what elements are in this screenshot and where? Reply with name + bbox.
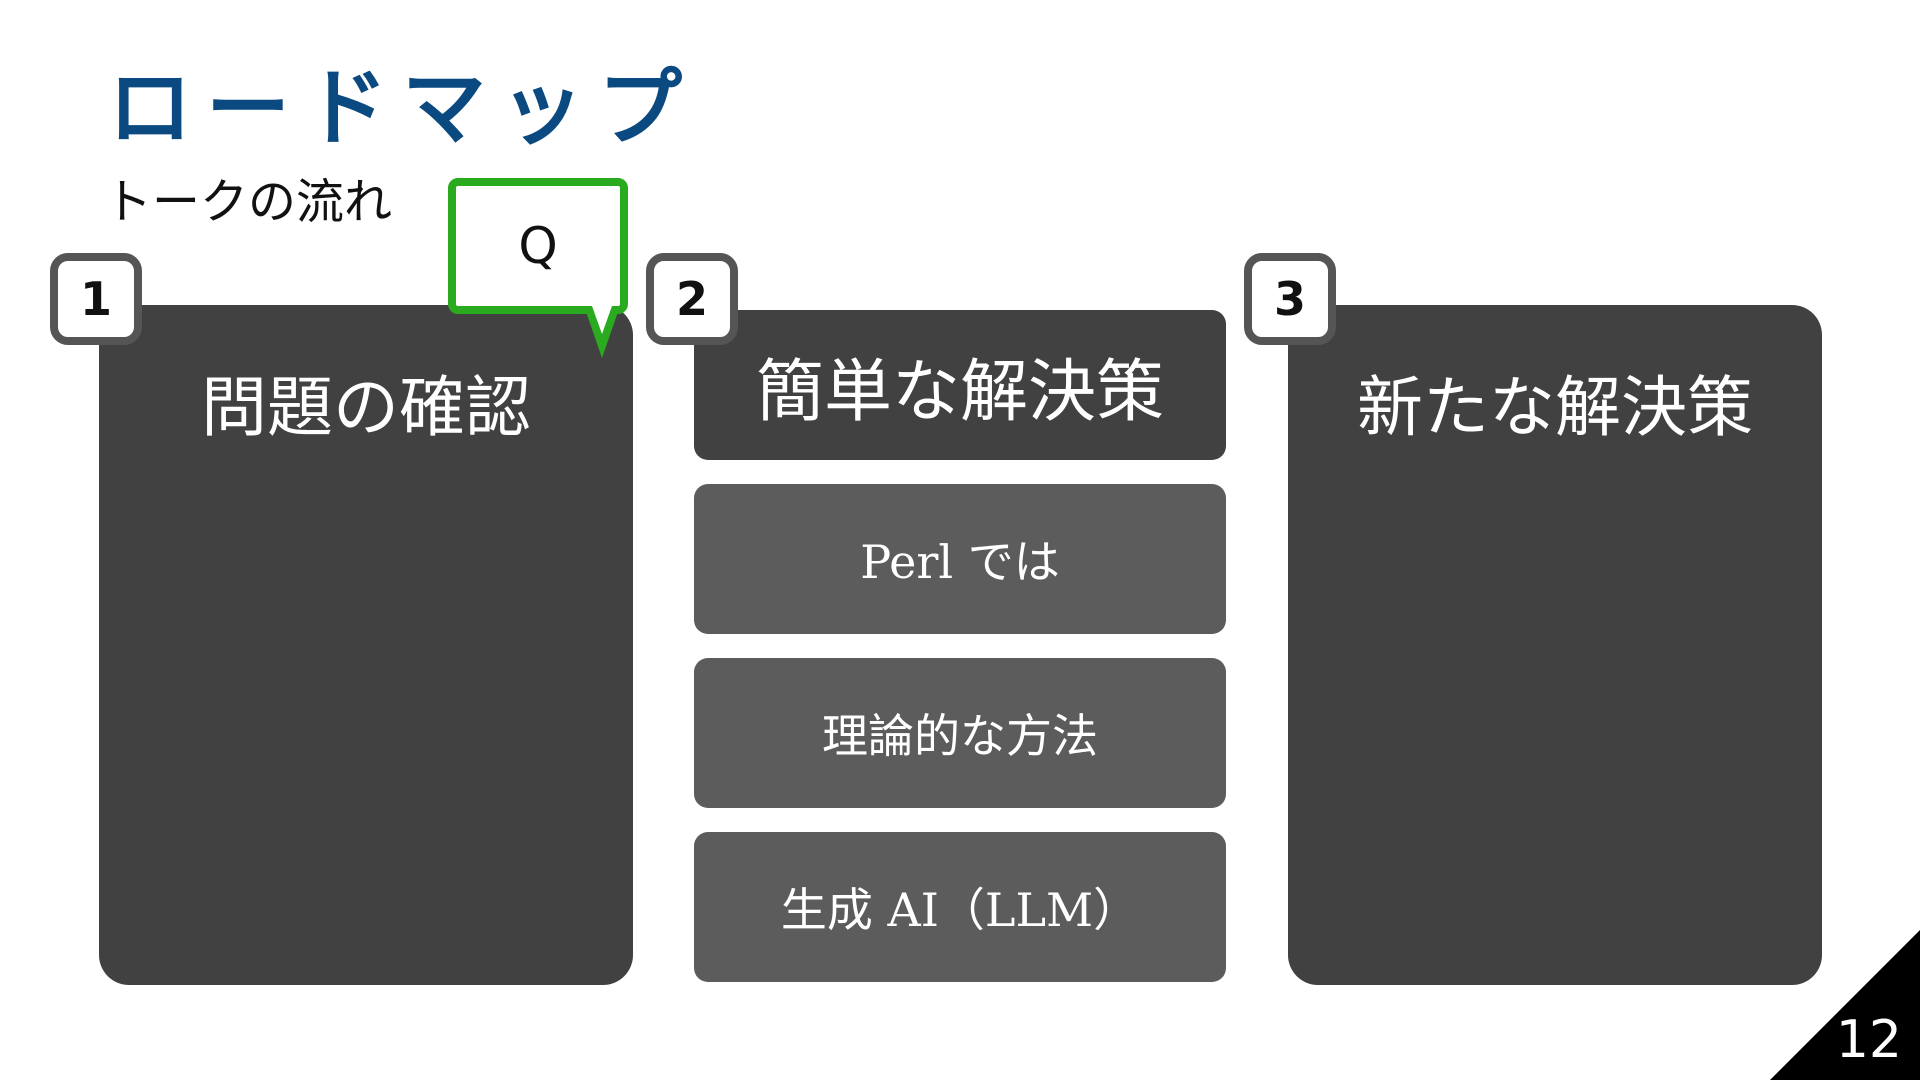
section-1-title: 問題の確認 <box>201 369 531 446</box>
section-2-item-theory: 理論的な方法 <box>694 658 1226 808</box>
section-3-number-badge: 3 <box>1244 253 1336 345</box>
callout-pointer-icon <box>584 306 620 358</box>
slide-subtitle: トークの流れ <box>104 174 393 230</box>
slide-title: ロードマップ <box>108 59 697 157</box>
section-1-number-badge: 1 <box>50 253 142 345</box>
section-2-item-llm: 生成 AI（LLM） <box>694 832 1226 982</box>
section-1-card: 問題の確認 <box>99 305 633 985</box>
section-3-title: 新たな解決策 <box>1357 369 1753 446</box>
section-2-title: 簡単な解決策 <box>694 310 1226 460</box>
page-number: 12 <box>1835 1010 1902 1070</box>
section-3-card: 新たな解決策 <box>1288 305 1822 985</box>
page-corner-triangle <box>1770 930 1920 1080</box>
question-callout: Q <box>448 178 628 314</box>
section-2-number-badge: 2 <box>646 253 738 345</box>
section-2-item-perl: Perl では <box>694 484 1226 634</box>
